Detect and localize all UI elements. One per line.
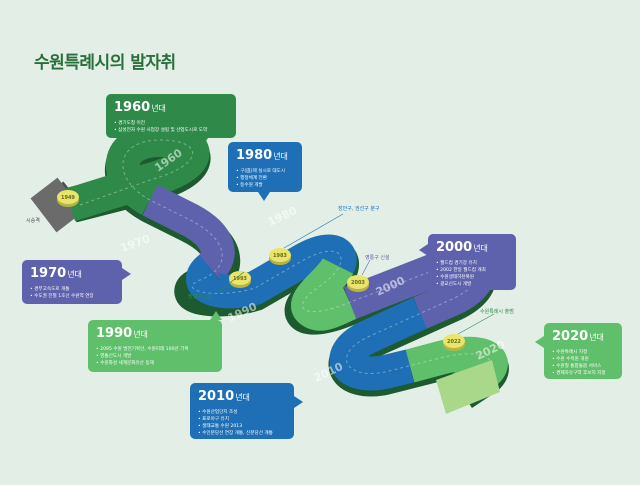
road-center-line [79, 139, 492, 377]
decade-year: 1980 [236, 148, 273, 163]
decade-items: 수원산업단지 조성 프로야구 유치 생태교통 수원 2013 수인분당선 연장 … [198, 409, 286, 437]
list-item: 동수원 개발 [236, 182, 294, 189]
event-label-paldal: 팔달구 신설 [188, 294, 213, 300]
track-label-1970: 1970 [119, 232, 153, 255]
decade-year: 1970 [30, 266, 67, 281]
list-item: 수원형 통합돌봄 서비스 [552, 363, 614, 370]
decade-year: 2000 [436, 240, 473, 255]
road-segment-1970 [142, 184, 235, 281]
coin-2003: 2003 [347, 275, 369, 292]
road-end-pad [436, 360, 500, 414]
decade-box-1980: 1980년대 구(區)제 실시로 대도시 행정체계 전환 동수원 개발 [228, 142, 302, 192]
list-item: 수인분당선 연장 개통, 신분당선 개통 [198, 430, 286, 437]
list-item: 생태교통 수원 2013 [198, 423, 286, 430]
decade-year: 1960 [114, 100, 151, 115]
list-item: 월드컵 경기장 유치 [436, 260, 508, 267]
svg-text:1983: 1983 [273, 253, 287, 259]
list-item: 수원특례시 지정 [552, 349, 614, 356]
list-item: 구(區)제 실시로 대도시 [236, 168, 294, 175]
list-item: 2095 수원 발전기획안, 수원미래 100년 기획 [96, 346, 214, 353]
list-item: 2002 한일 월드컵 개최 [436, 267, 508, 274]
road-segment-1960 [64, 122, 210, 222]
svg-text:1949: 1949 [61, 195, 75, 201]
list-item: 수원산업단지 조성 [198, 409, 286, 416]
svg-text:2003: 2003 [351, 280, 365, 286]
event-label-district-split: 장안구, 권선구 분구 [338, 206, 380, 212]
svg-text:2022: 2022 [447, 339, 461, 345]
decade-box-1970: 1970년대 경부고속도로 개통 수도권 전철 1호선 수원역 연장 [22, 260, 122, 304]
road-segment-1990 [291, 256, 357, 331]
list-item: 수원생태하천복원 [436, 274, 508, 281]
decade-items: 2095 수원 발전기획안, 수원미래 100년 기획 영통신도시 개발 수원화… [96, 346, 214, 367]
decade-box-1990: 1990년대 2095 수원 발전기획안, 수원미래 100년 기획 영통신도시… [88, 320, 222, 372]
decade-items: 구(區)제 실시로 대도시 행정체계 전환 동수원 개발 [236, 168, 294, 189]
road-segment-start [30, 177, 84, 233]
page-title: 수원특례시의 발자취 [34, 53, 176, 73]
list-item: 수원 수목원 개원 [552, 356, 614, 363]
decade-items: 경기도청 이전 삼성전자 수원 사업장 설립 및 산업도시로 도약 [114, 120, 228, 134]
list-item: 광교신도시 개발 [436, 281, 508, 288]
list-item: 경제자유구역 후보지 지정 [552, 370, 614, 377]
event-label-special-city: 수원특례시 출범 [480, 309, 514, 315]
decade-box-2000: 2000년대 월드컵 경기장 유치 2002 한일 월드컵 개최 수원생태하천복… [428, 234, 516, 290]
decade-items: 수원특례시 지정 수원 수목원 개원 수원형 통합돌봄 서비스 경제자유구역 후… [552, 349, 614, 377]
coin-1993: 1993 [229, 271, 251, 288]
decade-box-1960: 1960년대 경기도청 이전 삼성전자 수원 사업장 설립 및 산업도시로 도약 [106, 94, 236, 138]
road-segment-1980 [186, 234, 357, 309]
svg-text:1993: 1993 [233, 276, 247, 282]
track-label-1980: 1980 [266, 204, 300, 229]
decade-year: 1990 [96, 326, 133, 341]
list-item: 삼성전자 수원 사업장 설립 및 산업도시로 도약 [114, 127, 228, 134]
coin-1949: 1949 [57, 190, 79, 207]
coin-2022: 2022 [443, 334, 465, 351]
decade-box-2010: 2010년대 수원산업단지 조성 프로야구 유치 생태교통 수원 2013 수인… [190, 383, 294, 439]
list-item: 수도권 전철 1호선 수원역 연장 [30, 293, 114, 300]
event-label-yeongtong: 영통구 신설 [365, 255, 390, 261]
list-item: 경기도청 이전 [114, 120, 228, 127]
decade-year: 2020 [552, 329, 589, 344]
list-item: 행정체계 전환 [236, 175, 294, 182]
decade-box-2020: 2020년대 수원특례시 지정 수원 수목원 개원 수원형 통합돌봄 서비스 경… [544, 323, 622, 379]
list-item: 수원화성 세계문화유산 등재 [96, 360, 214, 367]
decade-year: 2010 [198, 389, 235, 404]
start-label: 시승격 [26, 218, 40, 224]
decade-items: 월드컵 경기장 유치 2002 한일 월드컵 개최 수원생태하천복원 광교신도시… [436, 260, 508, 288]
list-item: 경부고속도로 개통 [30, 286, 114, 293]
list-item: 영통신도시 개발 [96, 353, 214, 360]
list-item: 프로야구 유치 [198, 416, 286, 423]
road-segment-2010 [329, 297, 428, 391]
coin-1983: 1983 [269, 248, 291, 265]
decade-items: 경부고속도로 개통 수도권 전철 1호선 수원역 연장 [30, 286, 114, 300]
